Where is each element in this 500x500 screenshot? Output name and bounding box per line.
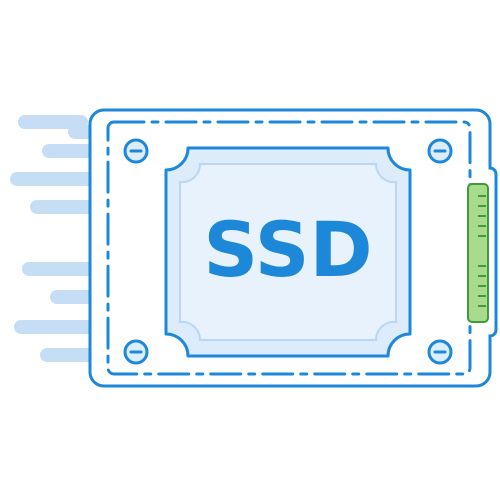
label-plate-panel <box>179 163 397 341</box>
screw-icon <box>427 138 453 164</box>
screw-icon <box>427 339 453 365</box>
speed-lines <box>10 115 100 362</box>
connector <box>467 183 489 323</box>
speed-line <box>50 290 98 304</box>
speed-line <box>40 348 98 362</box>
ssd-label: SSD <box>203 205 372 294</box>
speed-line <box>10 172 98 186</box>
screw-icon <box>123 339 149 365</box>
speed-line <box>30 200 98 214</box>
speed-line <box>22 262 98 276</box>
speed-line <box>14 320 98 334</box>
speed-line <box>18 115 88 129</box>
speed-line <box>42 144 100 158</box>
screws <box>123 138 453 365</box>
screw-icon <box>123 138 149 164</box>
